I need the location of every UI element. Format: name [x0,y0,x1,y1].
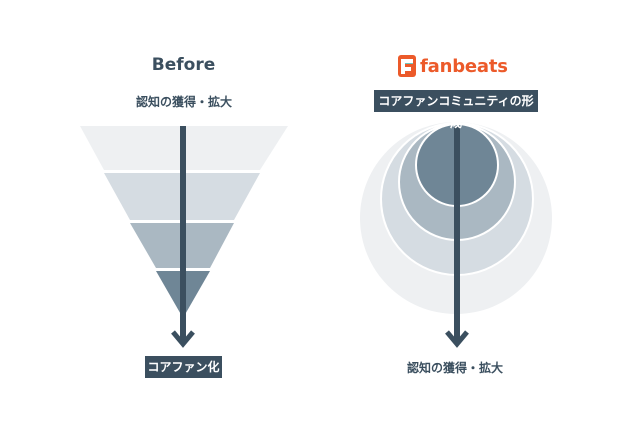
funnel-arrow-head [171,330,195,348]
funnel-top-label: 認知の獲得・拡大 [135,95,232,109]
community-arrow-head [445,330,469,348]
community-bottom-label: 認知の獲得・拡大 [406,361,503,375]
community-top-badge: コアファンコミュニティの形成 [374,90,538,130]
before-title: Before [151,55,216,75]
fanbeats-logo-icon [398,55,416,77]
fanbeats-logo: fanbeats [398,54,508,78]
funnel-bottom-badge: コアファン化 [145,356,222,378]
fanbeats-logo-text: fanbeats [420,55,508,77]
